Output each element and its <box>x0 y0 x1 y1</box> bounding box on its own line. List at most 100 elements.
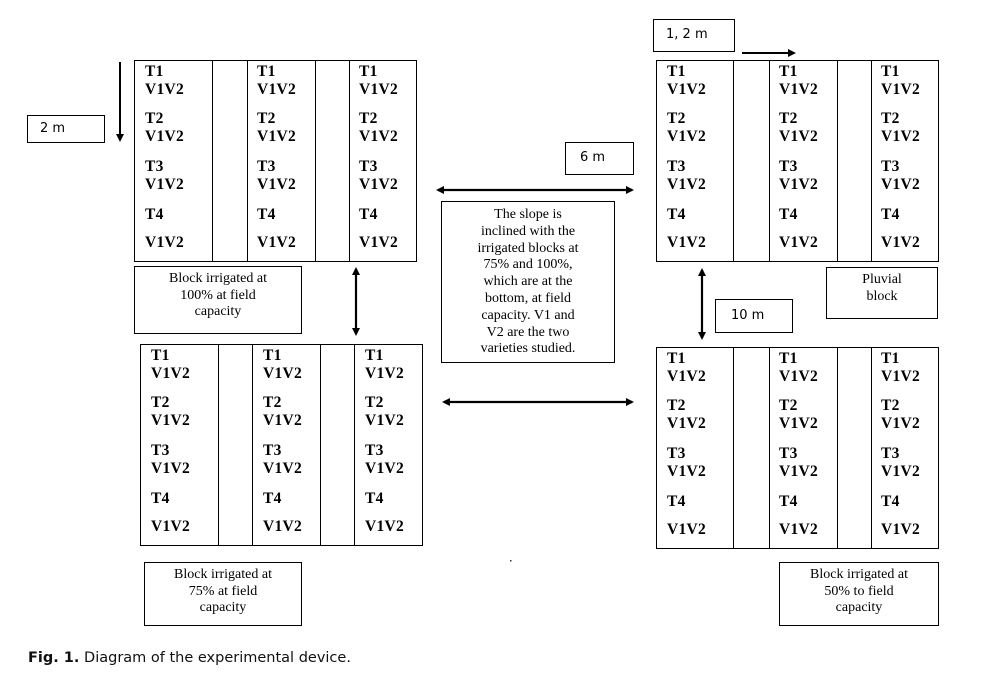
block-100-label: Block irrigated at 100% at field capacit… <box>134 266 302 334</box>
treatment-label: T3 <box>779 158 798 175</box>
treatment-label: T1 <box>881 63 900 80</box>
treatment-label: T2 <box>359 110 378 127</box>
treatment-label: T1 <box>263 347 282 364</box>
variety-label: V1V2 <box>145 234 185 251</box>
variety-label: V1V2 <box>257 176 297 193</box>
treatment-label: T2 <box>881 397 900 414</box>
variety-label: V1V2 <box>263 518 303 535</box>
variety-label: V1V2 <box>145 128 185 145</box>
treatment-label: T2 <box>779 110 798 127</box>
variety-label: V1V2 <box>881 415 921 432</box>
label-line: capacity <box>835 600 883 615</box>
block-50-label: Block irrigated at 50% to field capacity <box>779 562 939 626</box>
variety-label: V1V2 <box>667 81 707 98</box>
treatment-label: T1 <box>667 63 686 80</box>
treatment-label: T3 <box>151 442 170 459</box>
treatment-label: T3 <box>667 445 686 462</box>
dimension-text: 6 m <box>580 150 606 165</box>
variety-label: V1V2 <box>257 128 297 145</box>
column-divider <box>837 348 838 548</box>
treatment-label: T2 <box>145 110 164 127</box>
treatment-label: T3 <box>881 158 900 175</box>
treatment-label: T1 <box>257 63 276 80</box>
treatment-label: T4 <box>359 206 378 223</box>
slope-note-line: capacity. V1 and <box>481 307 575 323</box>
variety-label: V1V2 <box>881 368 921 385</box>
slope-note-line: 75% and 100%, <box>483 257 573 273</box>
label-line: Block irrigated at <box>810 567 908 582</box>
pluvial-label: Pluvial block <box>826 267 938 319</box>
variety-label: V1V2 <box>365 518 405 535</box>
variety-label: V1V2 <box>263 412 303 429</box>
variety-label: V1V2 <box>779 81 819 98</box>
variety-label: V1V2 <box>881 463 921 480</box>
treatment-label: T3 <box>359 158 378 175</box>
label-line: Block irrigated at <box>169 271 267 286</box>
treatment-label: T1 <box>151 347 170 364</box>
column-divider <box>769 348 770 548</box>
treatment-label: T2 <box>151 394 170 411</box>
label-line: 75% at field <box>188 583 258 599</box>
variety-label: V1V2 <box>779 368 819 385</box>
variety-label: V1V2 <box>359 176 399 193</box>
treatment-label: T2 <box>263 394 282 411</box>
variety-label: V1V2 <box>779 234 819 251</box>
variety-label: V1V2 <box>881 234 921 251</box>
variety-label: V1V2 <box>145 176 185 193</box>
treatment-label: T3 <box>263 442 282 459</box>
figure-number: Fig. 1. <box>28 650 80 666</box>
variety-label: V1V2 <box>667 368 707 385</box>
column-divider <box>349 61 350 261</box>
variety-label: V1V2 <box>779 521 819 538</box>
label-line: capacity <box>194 304 242 319</box>
variety-label: V1V2 <box>263 365 303 382</box>
variety-label: V1V2 <box>779 463 819 480</box>
dimension-plot-length: 2 m <box>27 115 105 143</box>
label-line: block <box>866 288 898 304</box>
treatment-label: T2 <box>779 397 798 414</box>
variety-label: V1V2 <box>257 234 297 251</box>
variety-label: V1V2 <box>881 128 921 145</box>
column-divider <box>218 345 219 545</box>
variety-label: V1V2 <box>359 234 399 251</box>
treatment-label: T1 <box>365 347 384 364</box>
variety-label: V1V2 <box>667 463 707 480</box>
slope-note-line: inclined with the <box>480 223 576 239</box>
treatment-label: T2 <box>257 110 276 127</box>
treatment-label: T2 <box>667 397 686 414</box>
variety-label: V1V2 <box>667 128 707 145</box>
label-line: 100% at field <box>180 287 256 303</box>
variety-label: V1V2 <box>779 128 819 145</box>
treatment-label: T3 <box>145 158 164 175</box>
label-line: 50% to field <box>824 583 894 599</box>
treatment-label: T4 <box>257 206 276 223</box>
figure-caption: Fig. 1. Diagram of the experimental devi… <box>28 650 351 666</box>
variety-label: V1V2 <box>365 460 405 477</box>
slope-note-line: irrigated blocks at <box>477 240 579 256</box>
variety-label: V1V2 <box>263 460 303 477</box>
treatment-label: T2 <box>667 110 686 127</box>
column-divider <box>247 61 248 261</box>
slope-note-line: The slope is <box>494 207 562 222</box>
slope-note-line: bottom, at field <box>485 290 571 306</box>
variety-label: V1V2 <box>365 365 405 382</box>
label-line: Block irrigated at <box>174 567 272 582</box>
treatment-label: T3 <box>779 445 798 462</box>
label-line: capacity <box>199 600 247 615</box>
variety-label: V1V2 <box>151 518 191 535</box>
treatment-label: T4 <box>145 206 164 223</box>
block-75-label: Block irrigated at 75% at field capacity <box>144 562 302 626</box>
variety-label: V1V2 <box>151 365 191 382</box>
dimension-block-spacing-vertical: 10 m <box>715 299 793 333</box>
slope-note-line: varieties studied. <box>480 341 576 357</box>
dimension-plot-width: 1, 2 m <box>653 19 735 52</box>
variety-label: V1V2 <box>667 176 707 193</box>
treatment-label: T4 <box>151 490 170 507</box>
treatment-label: T4 <box>881 493 900 510</box>
label-line: Pluvial <box>862 272 902 287</box>
slope-note-line: V2 are the two <box>486 324 570 340</box>
